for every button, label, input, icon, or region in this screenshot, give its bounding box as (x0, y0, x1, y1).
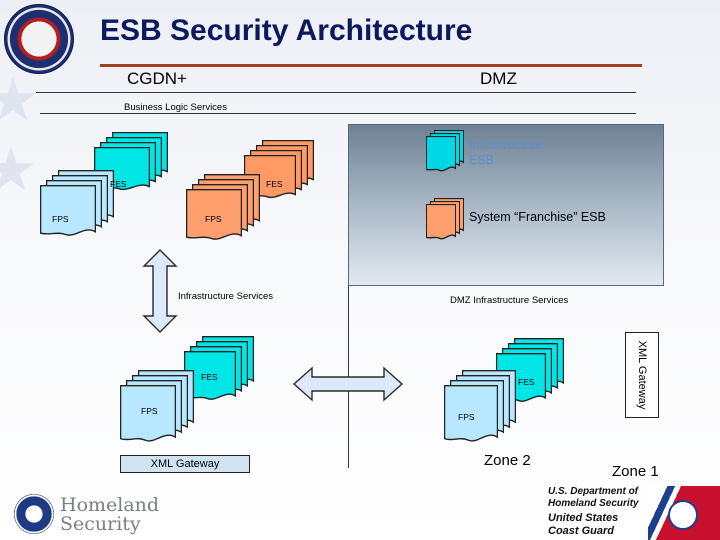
security-word: Security (60, 513, 141, 535)
fes-label: FES (110, 179, 127, 189)
title-underline (100, 64, 642, 67)
doc-stack-fes-bottom-left (184, 336, 254, 400)
system-franchise-esb-label: System “Franchise” ESB (469, 210, 606, 224)
dmz-infrastructure-services-label: DMZ Infrastructure Services (450, 295, 569, 306)
doc-stack-fps-top-left (40, 170, 114, 236)
fes-label: FES (266, 179, 283, 189)
fps-label: FPS (458, 412, 475, 422)
horizontal-double-arrow-icon (292, 366, 404, 402)
doc-stack-fps-bottom-right (444, 370, 516, 442)
infrastructure-esb-label: Infrastructure ESB (469, 138, 543, 167)
divider-line (36, 92, 636, 93)
background-star-icon: ★ (0, 66, 40, 133)
uscg-name-line-1: United States (548, 512, 619, 524)
uscg-emblem-icon (668, 500, 698, 530)
dmz-esb-box (348, 124, 664, 286)
zone-1-label: Zone 1 (612, 463, 659, 480)
fes-label: FES (201, 372, 218, 382)
column-label-cgdn: CGDN+ (127, 69, 187, 88)
xml-gateway-right (625, 332, 659, 418)
doc-stack-infrastructure-esb (426, 130, 464, 172)
column-label-dmz: DMZ (480, 69, 517, 88)
fps-label: FPS (52, 214, 69, 224)
background-star-icon: ★ (0, 136, 38, 203)
homeland-word: Homeland (60, 494, 160, 516)
fes-label: FES (518, 377, 535, 387)
uscg-name-line-2: Coast Guard (548, 525, 615, 537)
divider-line (40, 113, 636, 114)
xml-gateway-bottom: XML Gateway (120, 455, 250, 473)
dhs-seal-icon (14, 494, 54, 534)
doc-stack-system-franchise-esb (426, 198, 464, 240)
infrastructure-services-label: Infrastructure Services (178, 291, 274, 302)
doc-stack-fps-top-right (186, 174, 260, 240)
uscg-dept-line-2: Homeland Security (548, 498, 639, 509)
xml-gateway-right-label: XML Gateway (636, 340, 648, 410)
fps-label: FPS (141, 406, 158, 416)
coast-guard-seal-icon (4, 4, 74, 74)
business-logic-services-label: Business Logic Services (124, 102, 227, 113)
uscg-dept-line-1: U.S. Department of (548, 486, 639, 497)
fps-label: FPS (205, 214, 222, 224)
vertical-double-arrow-icon (142, 249, 178, 333)
page-title: ESB Security Architecture (100, 14, 473, 47)
zone-2-label: Zone 2 (484, 452, 531, 469)
